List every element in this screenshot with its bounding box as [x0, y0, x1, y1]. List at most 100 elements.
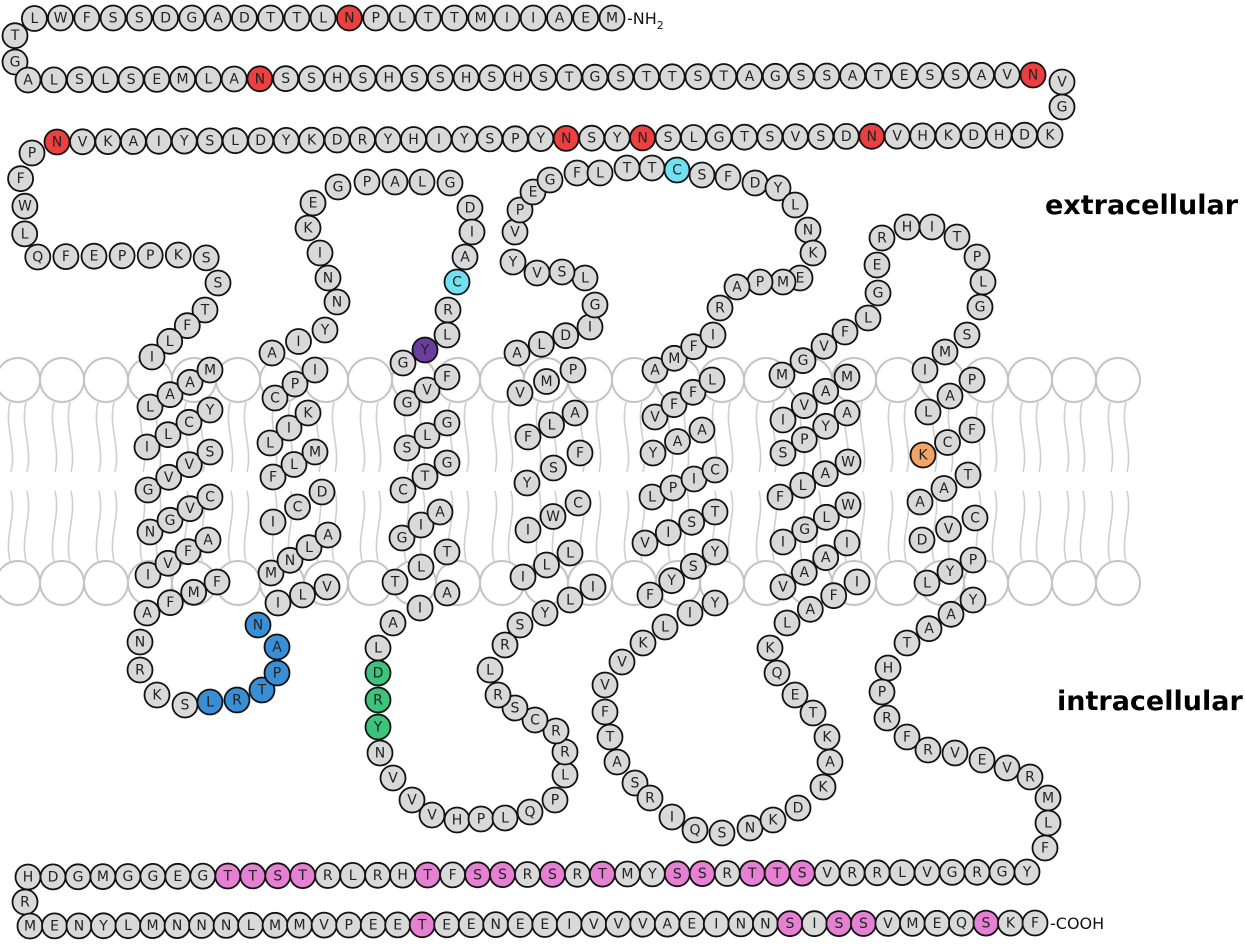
residue[interactable]: F	[660, 391, 688, 419]
residue[interactable]: Q	[24, 243, 52, 271]
residue[interactable]: A	[314, 521, 342, 549]
residue-highlighted[interactable]: T	[214, 862, 242, 890]
residue[interactable]: R	[364, 861, 392, 889]
residue[interactable]: S	[807, 123, 835, 151]
residue[interactable]: M	[660, 344, 688, 372]
residue[interactable]: A	[736, 63, 763, 90]
residue[interactable]: V	[398, 786, 426, 814]
residue[interactable]: V	[790, 392, 818, 420]
residue-highlighted[interactable]: R	[364, 686, 392, 714]
residue[interactable]: G	[536, 166, 564, 194]
residue[interactable]: H	[452, 64, 480, 92]
residue[interactable]: Y	[527, 125, 555, 153]
residue[interactable]: Y	[812, 412, 840, 440]
residue[interactable]: G	[178, 4, 206, 32]
residue[interactable]: V	[506, 379, 534, 407]
residue[interactable]: Q	[948, 909, 975, 937]
residue[interactable]: S	[607, 63, 635, 91]
residue-highlighted[interactable]: P	[263, 659, 291, 687]
residue[interactable]: I	[264, 589, 292, 617]
residue[interactable]: M	[467, 4, 495, 32]
residue[interactable]: R	[713, 860, 741, 887]
residue[interactable]: S	[679, 552, 707, 580]
residue[interactable]: M	[1034, 784, 1062, 812]
residue[interactable]: R	[314, 862, 342, 889]
residue[interactable]: C	[701, 456, 729, 484]
residue[interactable]: L	[651, 613, 679, 641]
residue[interactable]: L	[136, 393, 164, 421]
residue[interactable]: L	[221, 127, 249, 155]
residue[interactable]: V	[913, 859, 941, 886]
residue[interactable]: S	[678, 508, 706, 536]
residue[interactable]: F	[958, 416, 986, 444]
residue[interactable]: R	[636, 784, 664, 812]
residue[interactable]: V	[810, 332, 838, 360]
residue[interactable]: M	[769, 268, 797, 296]
residue[interactable]: G	[988, 858, 1016, 886]
residue[interactable]: D	[960, 122, 987, 149]
residue[interactable]: R	[838, 859, 866, 887]
residue[interactable]: P	[958, 366, 986, 394]
residue[interactable]: F	[566, 439, 594, 467]
residue[interactable]: N	[314, 264, 342, 292]
residue[interactable]: C	[934, 429, 961, 456]
residue[interactable]: A	[379, 609, 407, 637]
residue[interactable]: S	[196, 127, 224, 155]
residue[interactable]: V	[69, 128, 96, 156]
residue[interactable]: L	[773, 609, 801, 637]
residue[interactable]: S	[708, 819, 736, 847]
residue[interactable]: N	[276, 546, 304, 574]
residue[interactable]: S	[530, 64, 557, 91]
residue[interactable]: L	[413, 422, 441, 449]
residue[interactable]: F	[439, 861, 467, 889]
residue[interactable]: S	[192, 244, 220, 272]
residue[interactable]: T	[257, 4, 285, 32]
residue[interactable]: M	[139, 912, 167, 939]
residue[interactable]: K	[294, 214, 322, 242]
residue[interactable]: H	[14, 863, 42, 891]
residue[interactable]: G	[1048, 93, 1076, 121]
residue[interactable]: A	[796, 595, 824, 623]
residue-highlighted[interactable]: K	[909, 441, 937, 469]
residue[interactable]: T	[701, 498, 729, 526]
residue[interactable]: R	[434, 296, 462, 324]
residue[interactable]: F	[259, 463, 287, 491]
residue[interactable]: R	[873, 704, 901, 732]
residue[interactable]: N	[188, 912, 216, 939]
residue[interactable]: P	[281, 370, 309, 398]
residue[interactable]: T	[893, 629, 921, 657]
residue[interactable]: L	[538, 411, 565, 439]
residue[interactable]: F	[679, 378, 707, 406]
residue[interactable]: V	[176, 495, 204, 523]
residue[interactable]: W	[539, 503, 567, 530]
residue[interactable]: S	[272, 65, 300, 93]
residue[interactable]: Y	[374, 126, 402, 154]
residue[interactable]: I	[843, 568, 871, 596]
residue-highlighted[interactable]: R	[223, 686, 251, 714]
residue[interactable]: M	[196, 356, 224, 384]
residue-highlighted[interactable]: T	[408, 911, 436, 939]
residue[interactable]: V	[941, 739, 969, 767]
residue[interactable]: L	[433, 321, 461, 349]
residue[interactable]: G	[114, 863, 142, 890]
residue[interactable]: L	[40, 66, 68, 94]
residue[interactable]: H	[985, 121, 1013, 149]
residue[interactable]: H	[874, 654, 902, 682]
residue[interactable]: A	[906, 488, 934, 516]
residue[interactable]: I	[801, 910, 828, 938]
residue[interactable]: M	[768, 361, 796, 389]
residue[interactable]: A	[790, 558, 818, 586]
residue[interactable]: F	[73, 4, 101, 32]
residue[interactable]: S	[349, 64, 377, 92]
residue[interactable]: L	[533, 551, 560, 579]
residue[interactable]: V	[883, 122, 911, 150]
residue[interactable]: G	[324, 173, 352, 201]
residue[interactable]: R	[914, 736, 942, 764]
residue[interactable]: P	[963, 243, 991, 271]
residue[interactable]: L	[556, 586, 584, 614]
residue[interactable]: Y	[959, 586, 987, 614]
residue[interactable]: S	[578, 124, 606, 152]
residue[interactable]: N	[794, 216, 822, 244]
residue[interactable]: R	[542, 717, 570, 745]
residue[interactable]: F	[174, 538, 202, 566]
